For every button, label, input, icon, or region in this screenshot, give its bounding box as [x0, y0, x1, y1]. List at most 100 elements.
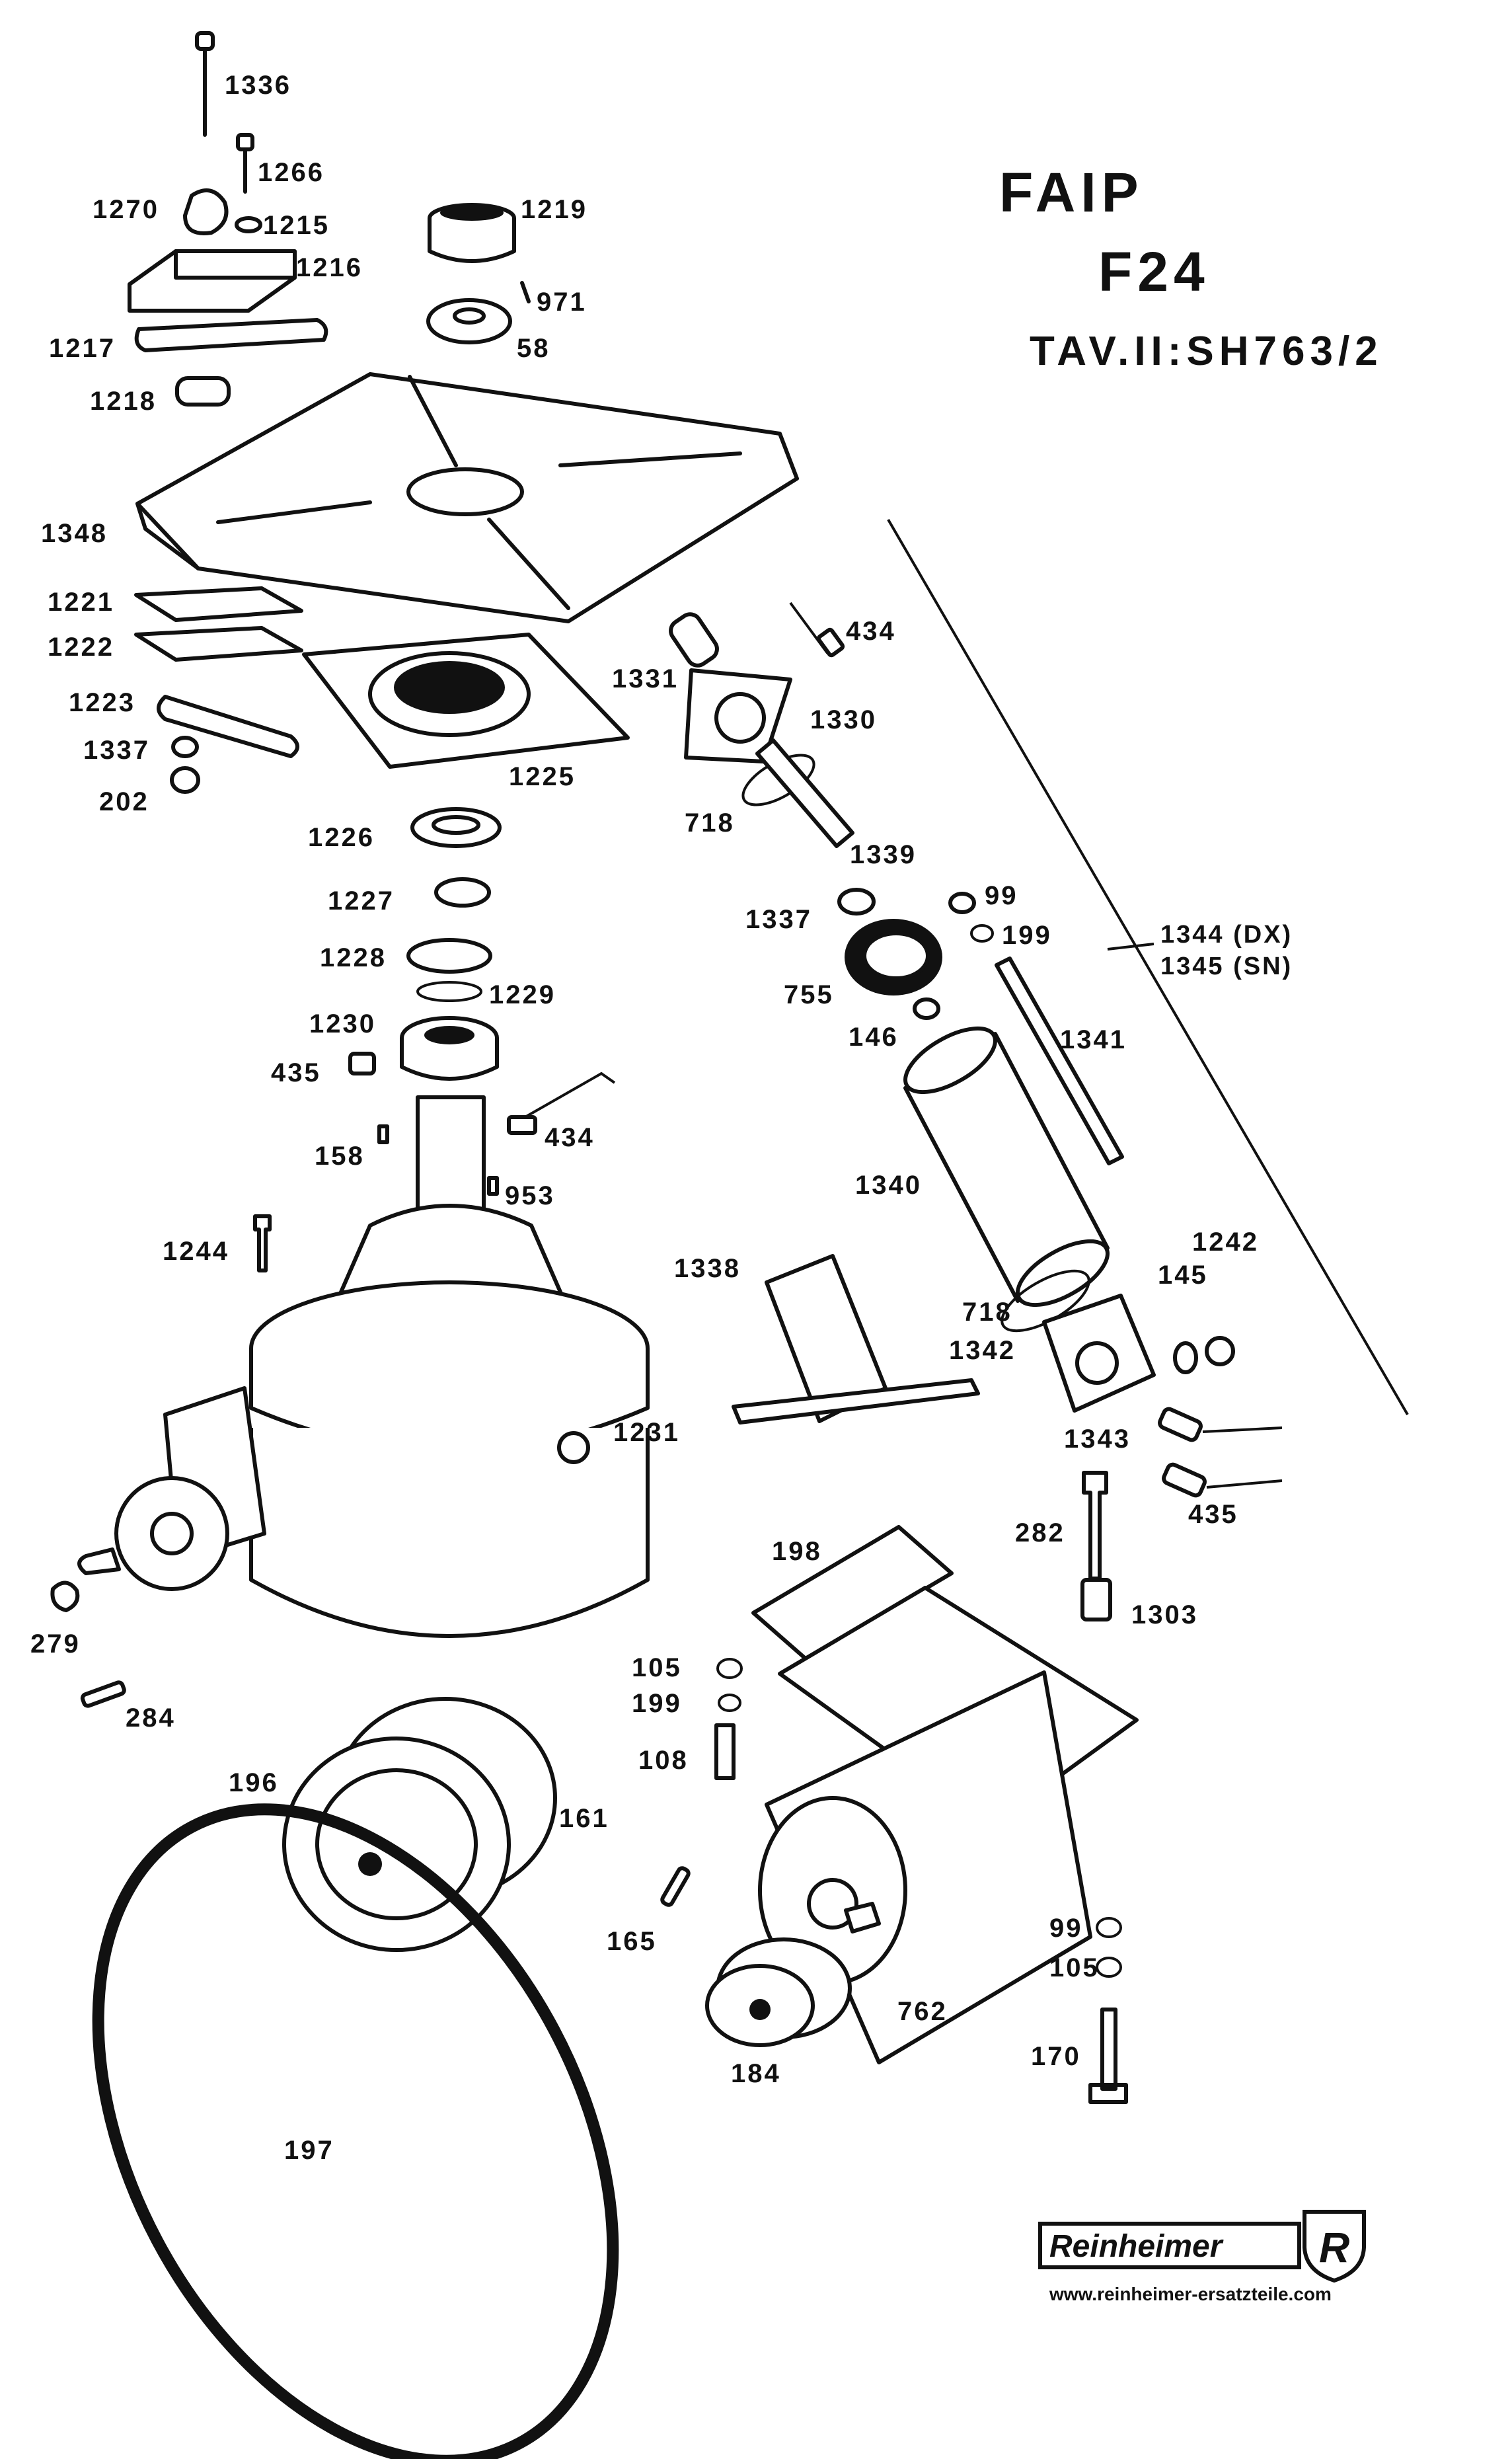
part-label: 1231: [613, 1418, 680, 1447]
part-label: 1337: [83, 736, 150, 765]
part-1336-bolt: [195, 31, 215, 137]
part-1338-bracket: [732, 1254, 980, 1425]
part-label: 105: [632, 1653, 682, 1682]
part-1227-nut: [434, 877, 491, 908]
part-146-washer: [913, 997, 940, 1020]
part-label: 284: [126, 1703, 176, 1733]
part-label: 1227: [328, 886, 395, 916]
part-1331-cylinder: [669, 612, 719, 668]
part-170-bolt: [1088, 2008, 1128, 2104]
part-1222-pad: [134, 626, 303, 662]
part-145-washer: [1173, 1341, 1198, 1374]
part-label: 108: [638, 1746, 689, 1775]
part-1226-lockwasher: [410, 807, 502, 848]
part-1230-bearing: [400, 1016, 499, 1081]
part-434-sensor-right: [816, 627, 845, 658]
part-108-bolt: [714, 1723, 736, 1780]
part-99-washer-top: [948, 892, 976, 914]
part-105-washer-mid: [716, 1658, 743, 1679]
part-282-bolt: [1082, 1471, 1108, 1581]
part-184-motor-pulley: [705, 1937, 852, 2047]
title-model: F24: [1098, 241, 1210, 303]
part-label: 1330: [810, 705, 877, 734]
part-1229-oring: [416, 981, 482, 1002]
part-label: 1266: [258, 158, 324, 187]
part-label: 1348: [41, 519, 108, 548]
part-label: 1216: [296, 253, 363, 282]
part-label: 1331: [612, 664, 679, 693]
part-434-sensor-cable: [508, 1072, 616, 1128]
part-1231-gearbox: [77, 1095, 650, 1638]
part-1341-tie-rod: [995, 956, 1124, 1165]
part-label: 1342: [949, 1336, 1016, 1365]
part-755-bearing-right: [845, 919, 942, 995]
part-label: 158: [315, 1142, 365, 1171]
title-table: TAV.II:SH763/2: [1030, 329, 1383, 374]
side-note-line1: 1344 (DX): [1160, 921, 1293, 949]
part-label: 99: [1049, 1914, 1083, 1943]
part-label: 1229: [489, 980, 556, 1009]
part-1219-cap: [428, 203, 516, 263]
part-1221-pad: [134, 586, 303, 622]
part-label: 1217: [49, 334, 116, 363]
part-label: 184: [731, 2059, 781, 2088]
part-1218-spacer: [175, 376, 231, 407]
part-label: 1225: [509, 762, 576, 791]
part-1330-motor-flange: [684, 668, 792, 763]
part-284-key: [80, 1680, 126, 1708]
part-label: 1226: [308, 823, 375, 852]
part-1217-plate: [134, 318, 328, 352]
part-1228-ring: [406, 938, 492, 974]
side-note-bracket: [1107, 943, 1154, 951]
part-435-fitting-upper: [348, 1052, 376, 1075]
part-99-washer-bottom: [1096, 1917, 1122, 1938]
title-brand: FAIP: [999, 161, 1144, 223]
part-label: 718: [962, 1298, 1012, 1327]
part-105-washer-bottom: [1096, 1957, 1122, 1978]
logo-emblem: R: [1319, 2224, 1349, 2271]
part-1244-bolt: [253, 1214, 272, 1272]
part-1225-flange: [302, 633, 630, 769]
part-label: 434: [545, 1123, 595, 1152]
part-label: 434: [846, 617, 896, 646]
part-label: 197: [284, 2136, 334, 2165]
part-1270-knob: [183, 188, 229, 235]
part-label: 1303: [1131, 1600, 1198, 1629]
part-953-key: [487, 1176, 499, 1196]
part-279-clip: [50, 1581, 80, 1612]
part-1339-shaft: [755, 738, 854, 848]
side-note-line2: 1345 (SN): [1160, 953, 1293, 980]
part-197-belt: [92, 1803, 619, 2459]
part-label: 1223: [69, 688, 135, 717]
part-label: 971: [537, 288, 587, 317]
part-1342-end-cover: [1042, 1294, 1156, 1413]
part-label: 1336: [225, 71, 291, 100]
part-label: 1242: [1192, 1228, 1259, 1257]
part-label: 1230: [309, 1009, 376, 1038]
part-1216-clamp: [128, 249, 297, 313]
part-label: 279: [30, 1629, 81, 1659]
part-label: 1343: [1064, 1425, 1131, 1454]
part-label: 1228: [320, 943, 387, 972]
part-label: 199: [1002, 921, 1052, 950]
part-1337-ring-right: [837, 888, 876, 916]
part-label: 1270: [93, 195, 159, 224]
part-label: 1339: [850, 840, 917, 869]
part-label: 718: [685, 808, 735, 838]
logo-wordmark: Reinheimer: [1049, 2229, 1224, 2264]
part-label: 198: [772, 1537, 822, 1566]
part-label: 1218: [90, 387, 157, 416]
part-202-sleeve: [170, 766, 200, 794]
logo-shield-icon: [1303, 2210, 1366, 2283]
part-434-sensor-center: [507, 1115, 537, 1135]
part-label: 282: [1015, 1518, 1065, 1547]
part-158-key: [377, 1124, 389, 1144]
part-label: 1215: [263, 211, 330, 240]
part-label: 196: [229, 1768, 279, 1797]
part-label: 146: [849, 1023, 899, 1052]
part-label: 435: [1188, 1500, 1238, 1529]
part-label: 1341: [1060, 1025, 1127, 1054]
part-1348-table-top: [135, 372, 799, 623]
